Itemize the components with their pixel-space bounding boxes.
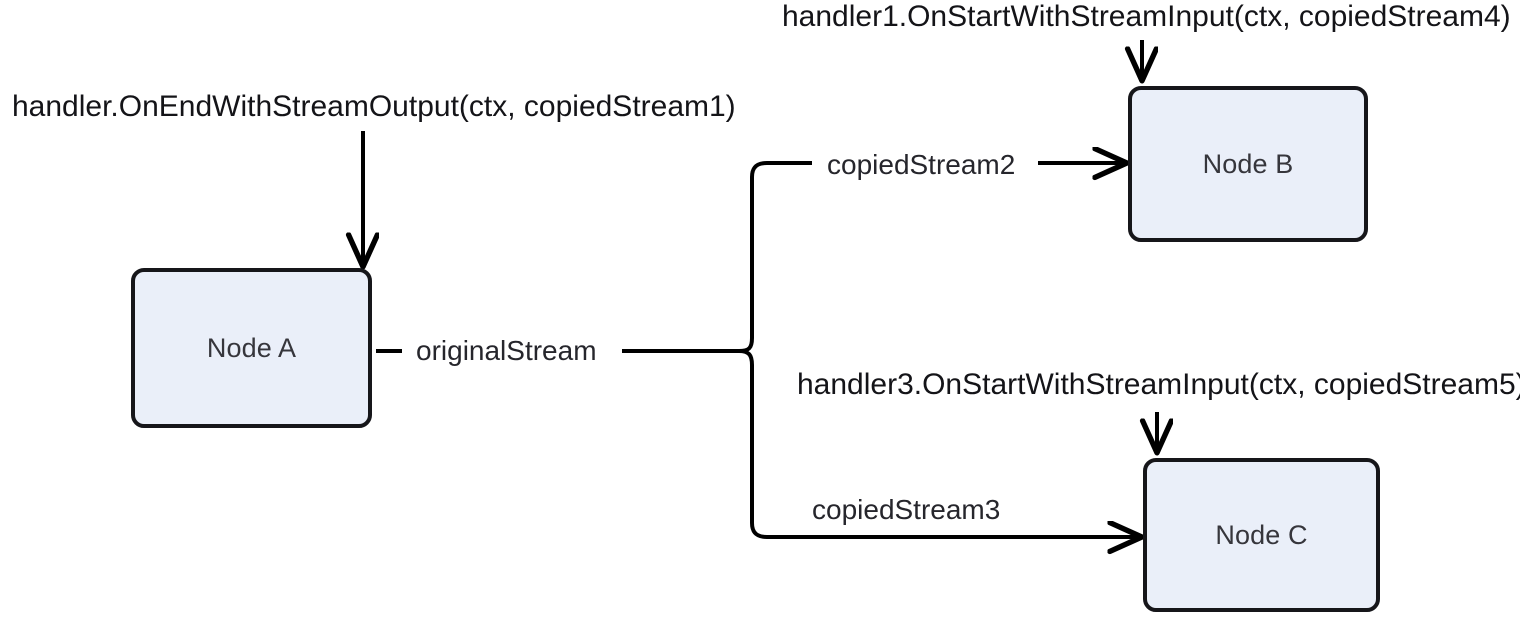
edge-branch-up <box>738 161 812 353</box>
handler-annotation-node-a: handler.OnEndWithStreamOutput(ctx, copie… <box>12 90 736 123</box>
edge-label-copied-stream-3: copiedStream3 <box>812 494 1001 525</box>
node-a-label: Node A <box>206 332 297 363</box>
handler-annotation-node-c: handler3.OnStartWithStreamInput(ctx, cop… <box>797 368 1520 401</box>
node-b-label: Node B <box>1202 148 1294 179</box>
handler-annotation-node-b: handler1.OnStartWithStreamInput(ctx, cop… <box>782 0 1511 33</box>
edge-branch-down-to-node-c <box>738 349 1141 537</box>
node-b[interactable]: Node B <box>1128 86 1368 242</box>
edge-label-original-stream: originalStream <box>416 335 597 366</box>
node-a[interactable]: Node A <box>131 268 372 428</box>
node-c[interactable]: Node C <box>1143 458 1380 612</box>
edge-label-copied-stream-2: copiedStream2 <box>827 149 1016 180</box>
node-c-label: Node C <box>1215 519 1308 550</box>
